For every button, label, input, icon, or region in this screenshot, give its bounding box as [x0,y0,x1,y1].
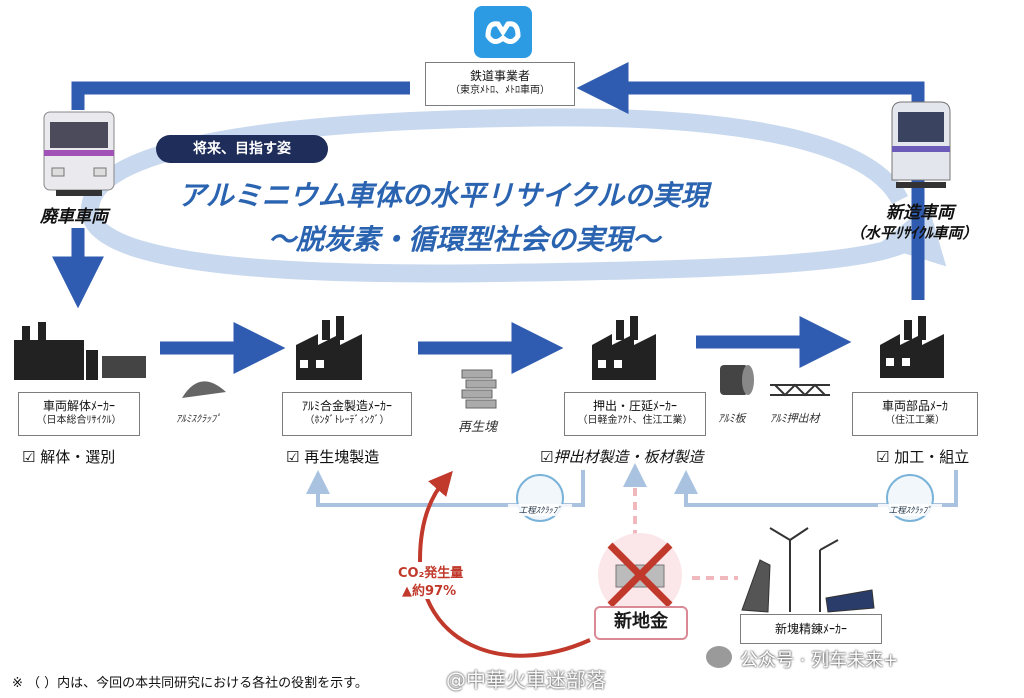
aluminum-extrusion-icon [770,383,830,397]
stage-sub: （日本総合ﾘｻｲｸﾙ） [36,415,122,426]
recycled-ingot-icon [461,369,497,409]
step-ingot: ☑ 再生塊製造 [286,448,380,466]
step-extrude: ☑押出材製造・板材製造 [540,448,704,466]
aluminum-scrap-label: ｱﾙﾐｽｸﾗｯﾌﾟ [176,414,221,425]
stage-extrusion-box: 押出・圧延ﾒｰｶｰ （日軽金ｱｸﾄ、住江工業） [564,392,706,436]
future-tag-text: 将来、目指す姿 [193,141,291,157]
process-scrap-badge-1: 工程ｽｸﾗｯﾌﾟ [508,474,572,522]
stage-sub: （ﾎﾝﾀﾞﾄﾚｰﾃﾞｨﾝｸﾞ） [304,415,390,426]
stage-name: ｱﾙﾐ合金製造ﾒｰｶｰ [301,399,392,413]
railway-operator-sub: （東京ﾒﾄﾛ、ﾒﾄﾛ車両） [450,85,550,96]
future-loop-arrow [80,108,947,283]
recycled-ingot-label: 再生塊 [458,420,498,435]
stage-name: 押出・圧延ﾒｰｶｰ [592,399,677,413]
process-scrap-label: 工程ｽｸﾗｯﾌﾟ [878,504,942,516]
new-vehicle-sub: （水平ﾘｻｲｸﾙ車両） [850,224,978,242]
stage-dismantler-box: 車両解体ﾒｰｶｰ （日本総合ﾘｻｲｸﾙ） [18,392,140,436]
scrap-train-icon [43,111,115,196]
co2-value: ▲約97% [402,580,457,599]
co2-label: CO₂発生量 [398,562,464,581]
aluminum-scrap-icon [182,381,226,398]
process-scrap-return-1 [306,470,585,507]
arrow-to-operator [576,62,925,300]
metro-logo-icon [474,6,532,58]
new-metal-crossed-icon [598,533,682,617]
stage-name: 車両部品ﾒｰｶ [881,399,948,413]
smelter-box: 新塊精錬ﾒｰｶｰ [740,614,882,644]
watermark-weibo: @中華火車迷部落 [446,668,606,692]
stage-name: 車両解体ﾒｰｶｰ [42,399,115,413]
watermark-wechat: 公众号 · 列车未来+ [740,650,899,671]
factory-dismantler-icon [14,322,146,380]
scrap-vehicle-label: 廃車車両 [40,207,108,227]
new-vehicle-label: 新造車両 [886,203,954,223]
process-scrap-return-2 [674,470,958,507]
railway-operator-box: 鉄道事業者 （東京ﾒﾄﾛ、ﾒﾄﾛ車両） [425,62,575,106]
stage-parts-box: 車両部品ﾒｰｶ （住江工業） [852,392,978,436]
arrow-operator-to-scrap [71,81,410,110]
step-dismantle: ☑ 解体・選別 [22,448,116,466]
headline-line2: ～脱炭素・循環型社会の実現～ [268,223,661,256]
stage-alloy-box: ｱﾙﾐ合金製造ﾒｰｶｰ （ﾎﾝﾀﾞﾄﾚｰﾃﾞｨﾝｸﾞ） [282,392,412,436]
railway-operator-name: 鉄道事業者 [469,69,530,83]
process-scrap-label: 工程ｽｸﾗｯﾌﾟ [508,504,572,516]
stage-sub: （日軽金ｱｸﾄ、住江工業） [577,415,693,426]
stage-sub: （住江工業） [885,415,945,426]
wind-solar-icon [741,527,875,613]
future-tag: 将来、目指す姿 [156,135,328,163]
footnote: ※ （ ）内は、今回の本共同研究における各社の役割を示す。 [12,676,368,691]
aluminum-sheet-icon [720,365,754,395]
factory-extrusion-icon [592,316,656,380]
wechat-icon [706,646,732,668]
new-metal-label: 新地金 [594,606,688,640]
aluminum-extrusion-label: ｱﾙﾐ押出材 [770,412,820,425]
new-train-icon [891,101,951,188]
process-scrap-badge-2: 工程ｽｸﾗｯﾌﾟ [878,474,942,522]
step-assemble: ☑ 加工・組立 [876,448,970,466]
headline-line1: アルミニウム車体の水平リサイクルの実現 [178,179,709,212]
factory-alloy-icon [296,316,362,380]
aluminum-sheet-label: ｱﾙﾐ板 [718,412,746,425]
smelter-name: 新塊精錬ﾒｰｶｰ [774,622,847,636]
factory-parts-icon [880,316,944,378]
new-metal-text: 新地金 [614,611,668,632]
